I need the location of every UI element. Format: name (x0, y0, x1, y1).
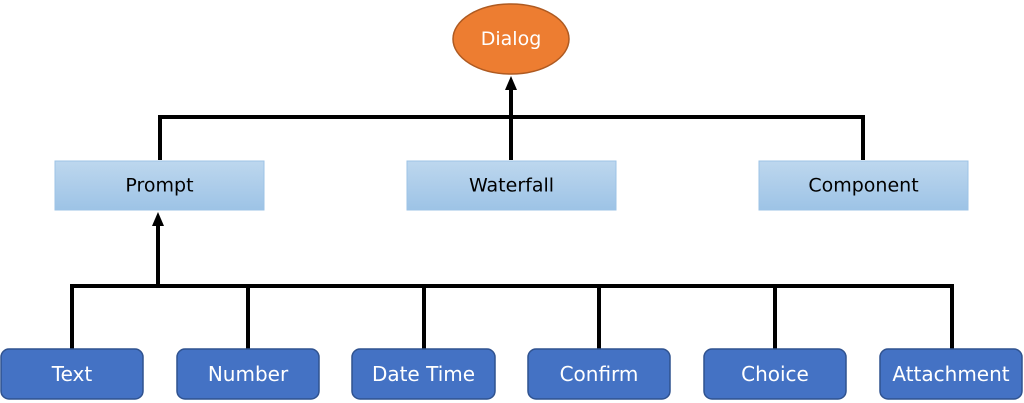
prompt-label: Prompt (125, 175, 193, 197)
node-dialog: Dialog (452, 3, 570, 75)
choice-box (703, 348, 847, 400)
node-waterfall: Waterfall (406, 160, 617, 211)
confirm-box (527, 348, 671, 400)
waterfall-label: Waterfall (469, 175, 554, 197)
component-label: Component (808, 175, 918, 197)
dialog-label: Dialog (481, 28, 542, 50)
text-box (0, 348, 144, 400)
arrowhead-to-prompt (152, 212, 164, 226)
arrowhead-to-dialog (505, 76, 517, 90)
node-text: Text (0, 348, 144, 400)
node-choice: Choice (703, 348, 847, 400)
date-time-label: Date Time (372, 362, 475, 386)
attachment-box (879, 348, 1023, 400)
node-attachment: Attachment (879, 348, 1023, 400)
number-label: Number (208, 362, 289, 386)
component-box (758, 160, 969, 211)
choice-label: Choice (741, 362, 809, 386)
connectors-leaves-to-prompt (70, 212, 954, 350)
text-label: Text (51, 362, 93, 386)
connectors-middle-to-root (158, 76, 865, 160)
node-number: Number (176, 348, 320, 400)
attachment-label: Attachment (892, 362, 1009, 386)
node-prompt: Prompt (54, 160, 265, 211)
node-date-time: Date Time (351, 348, 496, 400)
number-box (176, 348, 320, 400)
node-confirm: Confirm (527, 348, 671, 400)
confirm-label: Confirm (560, 362, 639, 386)
waterfall-box (406, 160, 617, 211)
prompt-box (54, 160, 265, 211)
node-component: Component (758, 160, 969, 211)
dialog-ellipse (452, 3, 570, 75)
date-time-box (351, 348, 496, 400)
